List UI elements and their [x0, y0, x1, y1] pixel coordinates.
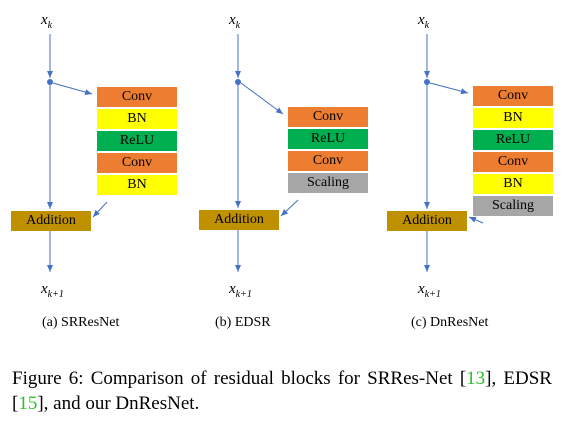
srresnet-input-subscript: k: [47, 20, 53, 31]
srresnet-output-label: xk+1: [41, 281, 64, 300]
edsr-output-label: xk+1: [229, 281, 252, 300]
edsr-input-subscript: k: [235, 20, 241, 31]
edsr-input-label: xk: [229, 12, 241, 31]
srresnet-output-subscript: k+1: [47, 289, 64, 300]
edsr-arrow-from-blocks: [280, 199, 299, 217]
dnresnet-arrow-to-blocks: [429, 82, 469, 95]
srresnet-block-bn-2: BN: [96, 108, 178, 130]
citation-link-13[interactable]: 13: [466, 368, 486, 389]
srresnet-addition-node: Addition: [11, 211, 91, 231]
dnresnet-block-bn-5: BN: [472, 173, 554, 195]
edsr-output-subscript: k+1: [235, 289, 252, 300]
edsr-block-scaling-4: Scaling: [287, 172, 369, 194]
dnresnet-output-label: xk+1: [418, 281, 441, 300]
srresnet-arrow-from-blocks: [92, 201, 108, 218]
srresnet-block-conv-4: Conv: [96, 152, 178, 174]
dnresnet-subcaption: (c) DnResNet: [411, 315, 489, 330]
dnresnet-input-label: xk: [418, 12, 430, 31]
edsr-arrow-to-blocks: [240, 82, 284, 115]
dnresnet-block-scaling-6: Scaling: [472, 195, 554, 217]
figure-caption-suffix: ], and our DnResNet.: [37, 393, 200, 414]
edsr-subcaption: (b) EDSR: [215, 315, 271, 330]
dnresnet-block-conv-1: Conv: [472, 85, 554, 107]
dnresnet-block-conv-4: Conv: [472, 151, 554, 173]
srresnet-block-bn-5: BN: [96, 174, 178, 196]
dnresnet-addition-node: Addition: [387, 211, 467, 231]
dnresnet-input-subscript: k: [424, 20, 430, 31]
figure-caption: Figure 6: Comparison of residual blocks …: [12, 366, 552, 416]
dnresnet-block-relu-3: ReLU: [472, 129, 554, 151]
srresnet-input-label: xk: [41, 12, 53, 31]
figure-caption-mid: ], EDSR [: [12, 368, 552, 414]
dnresnet-arrow-from-blocks: [468, 216, 484, 224]
dnresnet-block-bn-2: BN: [472, 107, 554, 129]
edsr-block-conv-3: Conv: [287, 150, 369, 172]
srresnet-arrow-to-blocks: [52, 82, 93, 95]
figure-caption-prefix: Figure 6: Comparison of residual blocks …: [12, 368, 467, 389]
edsr-block-relu-2: ReLU: [287, 128, 369, 150]
citation-link-15[interactable]: 15: [18, 393, 38, 414]
srresnet-block-relu-3: ReLU: [96, 130, 178, 152]
edsr-addition-node: Addition: [199, 210, 279, 230]
edsr-block-conv-1: Conv: [287, 106, 369, 128]
dnresnet-output-subscript: k+1: [424, 289, 441, 300]
srresnet-block-conv-1: Conv: [96, 86, 178, 108]
srresnet-subcaption: (a) SRResNet: [42, 315, 120, 330]
